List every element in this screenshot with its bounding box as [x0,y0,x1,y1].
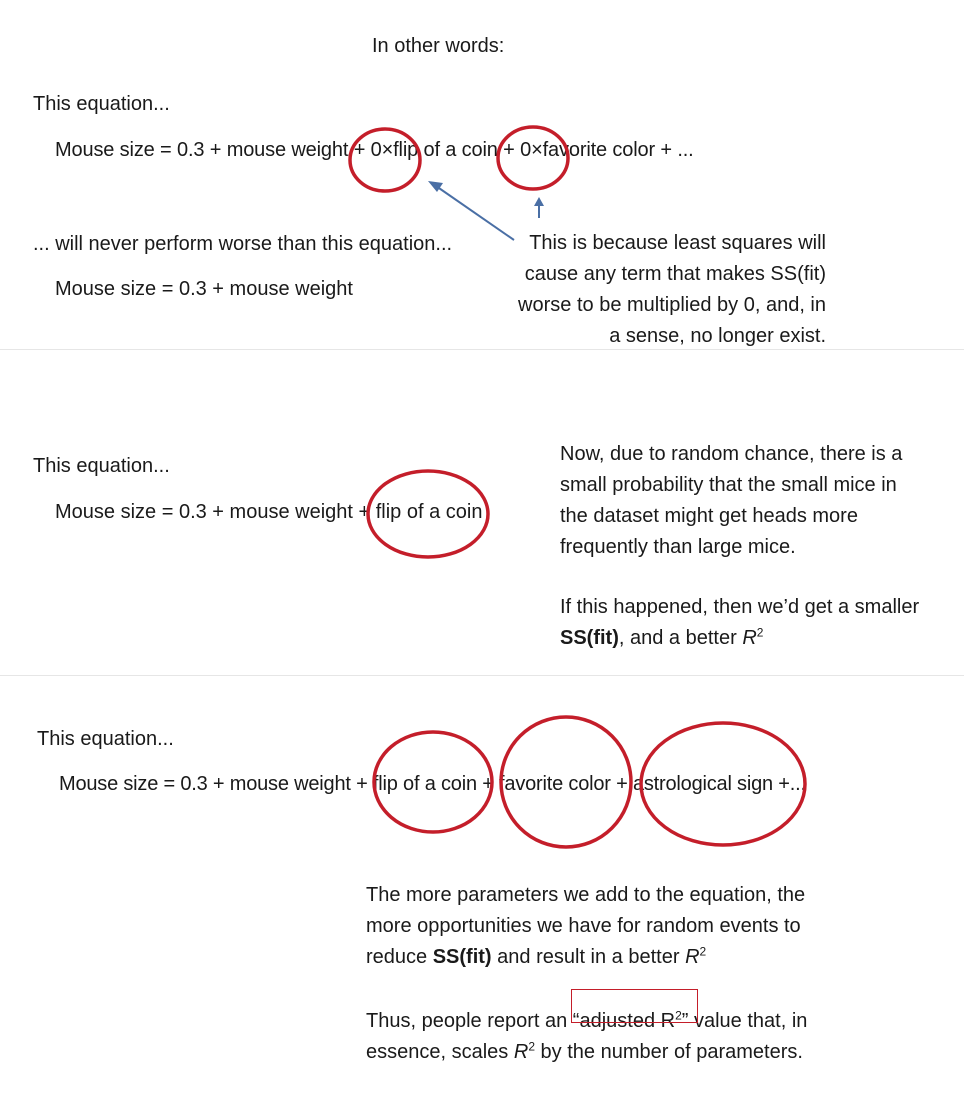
slide-adjusted-r2: This equation... Mouse size = 0.3 + mous… [0,676,964,1112]
paragraph-line: the dataset might get heads more [560,505,858,527]
adjusted-r2-close: ” [681,1010,689,1032]
paragraph-line: If this happened, then we’d get a smalle… [560,596,920,618]
slide-heading: In other words: [372,35,505,57]
r-symbol: R [513,1041,529,1063]
paragraph-text: and result in a better [491,946,686,968]
note-line: This is because least squares will [529,232,826,254]
paragraph-line: Now, due to random chance, there is a [560,443,903,465]
adjusted-r2-text: “adjusted R [572,1010,676,1032]
ss-fit-term: SS(fit) [432,946,492,968]
r-symbol: R [685,946,700,968]
equation-label: This equation... [33,455,170,477]
slide-least-squares: In other words: This equation... Mouse s… [0,0,964,348]
paragraph-line: more opportunities we have for random ev… [366,915,801,937]
superscript: 2 [528,1039,535,1054]
comparison-label: ... will never perform worse than this e… [33,233,453,255]
note-line: worse to be multiplied by 0, and, in [518,294,826,316]
superscript: 2 [699,944,707,959]
paragraph-text: , and a better [618,627,743,649]
equation-label: This equation... [33,93,170,115]
highlight-box [571,989,698,1023]
adjusted-r2-paragraph: Thus, people report an “adjusted R2” val… [366,1006,807,1068]
consequence-paragraph: If this happened, then we’d get a smalle… [560,592,919,654]
coin-equation: Mouse size = 0.3 + mouse weight + flip o… [55,501,483,523]
r-symbol: R [742,627,757,649]
paragraph-line: SS(fit), and a better R2 [560,623,919,654]
simple-equation: Mouse size = 0.3 + mouse weight [55,278,353,300]
paragraph-text: essence, scales [366,1041,514,1063]
paragraph-line: essence, scales R2 by the number of para… [366,1037,807,1068]
paragraph-text: reduce [366,946,433,968]
slide-divider [0,675,964,676]
least-squares-note: This is because least squares will cause… [500,228,826,352]
slide-divider [0,349,964,350]
paragraph-line: small probability that the small mice in [560,474,897,496]
parameters-paragraph: The more parameters we add to the equati… [366,880,805,973]
paragraph-line: frequently than large mice. [560,536,796,558]
slide-random-chance: This equation... Mouse size = 0.3 + mous… [0,410,964,662]
arrow-head-icon [534,197,544,206]
random-chance-paragraph: Now, due to random chance, there is a sm… [560,439,902,563]
extended-equation: Mouse size = 0.3 + mouse weight + 0×flip… [55,139,694,161]
equation-label: This equation... [37,728,174,750]
arrow-head-icon [428,181,443,192]
superscript: 2 [756,625,764,640]
note-line: a sense, no longer exist. [609,325,826,347]
paragraph-text: value that, in [688,1010,808,1032]
many-parameters-equation: Mouse size = 0.3 + mouse weight + flip o… [59,773,806,795]
paragraph-text: Thus, people report an [366,1010,573,1032]
adjusted-r2-term: “adjusted R2” [572,1008,689,1032]
ss-fit-term: SS(fit) [560,627,619,649]
paragraph-text: by the number of parameters. [535,1041,803,1063]
paragraph-line: Thus, people report an “adjusted R2” val… [366,1006,807,1037]
paragraph-line: The more parameters we add to the equati… [366,884,806,906]
superscript: 2 [675,1008,682,1023]
paragraph-line: reduce SS(fit) and result in a better R2 [366,942,805,973]
note-line: cause any term that makes SS(fit) [524,263,826,285]
